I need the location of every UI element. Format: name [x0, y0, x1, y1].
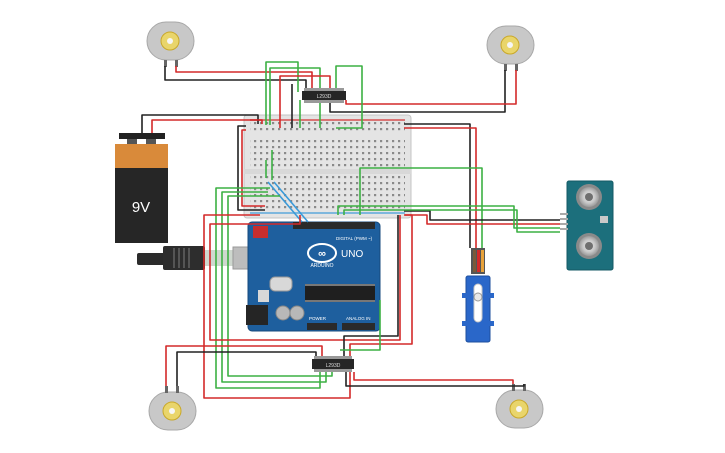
battery-voltage-label: 9V: [132, 199, 150, 216]
dc-motor-bottom-left: [148, 386, 197, 431]
wire-green: [265, 61, 299, 125]
wires: [141, 61, 560, 399]
wire-red: [175, 66, 313, 92]
wire-black: [176, 351, 317, 386]
svg-text:∞: ∞: [318, 248, 326, 260]
wire-red: [349, 214, 413, 356]
motor-driver-top: L293D: [302, 88, 346, 103]
arduino-analog-header-label: ANALOG IN: [346, 316, 371, 321]
arduino-digital-header-label: DIGITAL (PWM ~): [336, 236, 373, 241]
wire-black: [343, 215, 399, 356]
arduino-power-header-label: POWER: [309, 316, 327, 321]
dc-motor-top-left: [146, 21, 195, 67]
wire-green: [269, 67, 321, 128]
wire-red: [345, 70, 517, 105]
wire-black: [141, 114, 259, 133]
wire-red: [203, 214, 351, 399]
wire-black: [404, 123, 471, 248]
wire-blue: [267, 181, 303, 223]
breadboard: [243, 114, 412, 219]
wire-black: [345, 372, 525, 387]
wire-black: [164, 66, 307, 92]
wire-green: [359, 167, 483, 248]
wire-green: [215, 187, 321, 389]
servo-motor: [462, 248, 494, 343]
arduino-uno-board: ∞ ARDUINO UNO DIGITAL (PWM ~) POWER ANAL…: [246, 221, 381, 332]
motor-driver-top-label: L293D: [317, 94, 332, 100]
wire-green: [343, 209, 560, 233]
wire-green: [337, 205, 560, 229]
wire-red: [353, 372, 514, 384]
wire-red: [241, 129, 265, 207]
wire-red: [279, 75, 331, 128]
dc-motor-top-right: [486, 25, 535, 71]
motor-driver-bottom-label: L293D: [326, 363, 341, 369]
wire-blue: [273, 181, 309, 223]
motor-driver-bottom: L293D: [312, 356, 354, 372]
arduino-model-label: UNO: [341, 249, 363, 260]
ultrasonic-sensor: [560, 180, 614, 271]
wire-red: [151, 119, 263, 133]
wire-red: [404, 214, 560, 225]
arduino-brand-label: ARDUINO: [310, 263, 333, 269]
wire-red: [404, 127, 477, 248]
wire-red: [209, 215, 401, 341]
dc-motor-bottom-right: [495, 384, 544, 429]
wire-red: [165, 345, 323, 386]
battery-9v: 9V: [115, 133, 168, 243]
wire-black: [237, 125, 265, 211]
wire-green: [340, 300, 381, 351]
usb-cable: [137, 246, 260, 270]
wire-black: [404, 210, 560, 221]
wire-green: [335, 65, 363, 129]
wire-black: [329, 70, 506, 113]
reset-button: [253, 226, 268, 238]
